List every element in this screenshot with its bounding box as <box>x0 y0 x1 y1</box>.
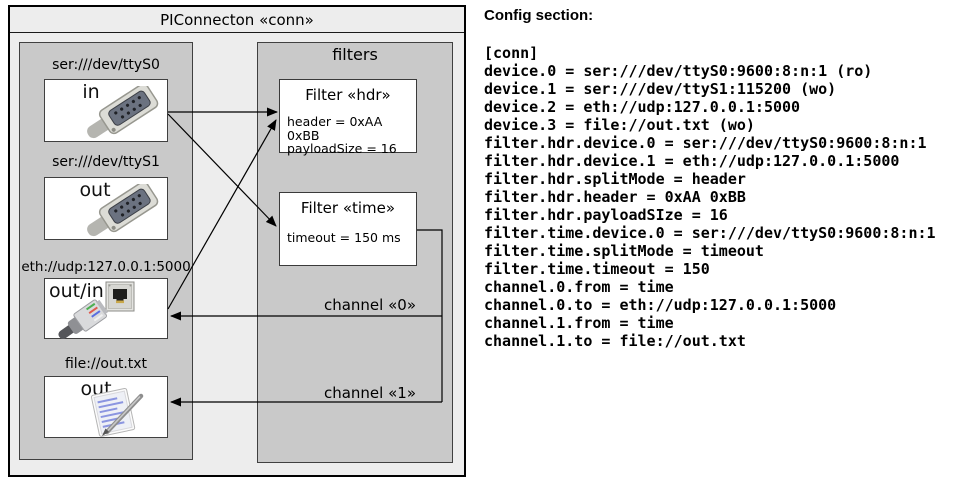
config-line: filter.time.device.0 = ser:///dev/ttyS0:… <box>484 224 936 242</box>
config-line: channel.1.to = file://out.txt <box>484 332 746 350</box>
filter-hdr-attributes: header = 0xAA 0xBB payloadSize = 16 <box>280 115 416 156</box>
config-line: device.3 = file://out.txt (wo) <box>484 116 755 134</box>
device-box-ttys1-out: out <box>44 177 168 240</box>
config-line: channel.0.from = time <box>484 278 674 296</box>
filter-hdr-title: Filter «hdr» <box>305 86 391 104</box>
config-line: filter.hdr.header = 0xAA 0xBB <box>484 188 746 206</box>
diagram-title-bar: PIConnecton «conn» <box>10 7 464 33</box>
filter-attr: timeout = 150 ms <box>287 230 401 245</box>
config-section-heading: Config section: <box>484 7 594 24</box>
device-url-file: file://out.txt <box>64 356 148 372</box>
device-direction-label: out/in <box>49 280 104 302</box>
serial-connector-icon <box>81 83 165 144</box>
config-line: filter.hdr.splitMode = header <box>484 170 746 188</box>
filters-compartment-title: filters <box>332 45 378 64</box>
config-line: [conn] <box>484 44 539 62</box>
config-line: channel.0.to = eth://udp:127.0.0.1:5000 <box>484 296 837 314</box>
filter-hdr-box: Filter «hdr» header = 0xAA 0xBB payloadS… <box>279 79 417 156</box>
channel-0-label: channel «0» <box>323 296 416 314</box>
config-line: device.0 = ser:///dev/ttyS0:9600:8:n:1 (… <box>484 62 873 80</box>
device-box-eth-outin: out/in <box>44 278 168 340</box>
filter-time-attributes: timeout = 150 ms <box>280 231 416 245</box>
diagram-title: PIConnecton «conn» <box>160 10 314 29</box>
ethernet-jack-icon <box>105 281 135 317</box>
config-line: filter.hdr.device.0 = ser:///dev/ttyS0:9… <box>484 134 927 152</box>
channel-1-label: channel «1» <box>323 384 416 402</box>
config-line: filter.hdr.payloadSIze = 16 <box>484 206 728 224</box>
device-direction-label: out <box>79 179 111 201</box>
notepad-pen-icon <box>85 387 151 441</box>
serial-connector-icon <box>81 181 165 242</box>
device-direction-label: in <box>82 81 100 103</box>
filter-time-title: Filter «time» <box>300 199 396 217</box>
config-text: [conn] device.0 = ser:///dev/ttyS0:9600:… <box>484 44 960 350</box>
ethernet-connector-icon <box>53 297 115 343</box>
config-line: filter.time.timeout = 150 <box>484 260 710 278</box>
device-box-file-out: out <box>44 376 168 438</box>
config-line: filter.time.splitMode = timeout <box>484 242 764 260</box>
filter-time-box: Filter «time» timeout = 150 ms <box>279 192 417 266</box>
device-url-ttys0: ser:///dev/ttyS0 <box>52 57 160 73</box>
device-url-eth: eth://udp:127.0.0.1:5000 <box>21 259 191 275</box>
config-line: filter.hdr.device.1 = eth://udp:127.0.0.… <box>484 152 900 170</box>
config-line: channel.1.from = time <box>484 314 674 332</box>
config-line: device.1 = ser:///dev/ttyS1:115200 (wo) <box>484 80 837 98</box>
filter-attr: header = 0xAA 0xBB <box>287 114 383 143</box>
device-box-ttys0-in: in <box>44 79 168 142</box>
filter-attr: payloadSize = 16 <box>287 141 397 156</box>
device-url-ttys1: ser:///dev/ttyS1 <box>52 154 160 170</box>
config-line: device.2 = eth://udp:127.0.0.1:5000 <box>484 98 801 116</box>
